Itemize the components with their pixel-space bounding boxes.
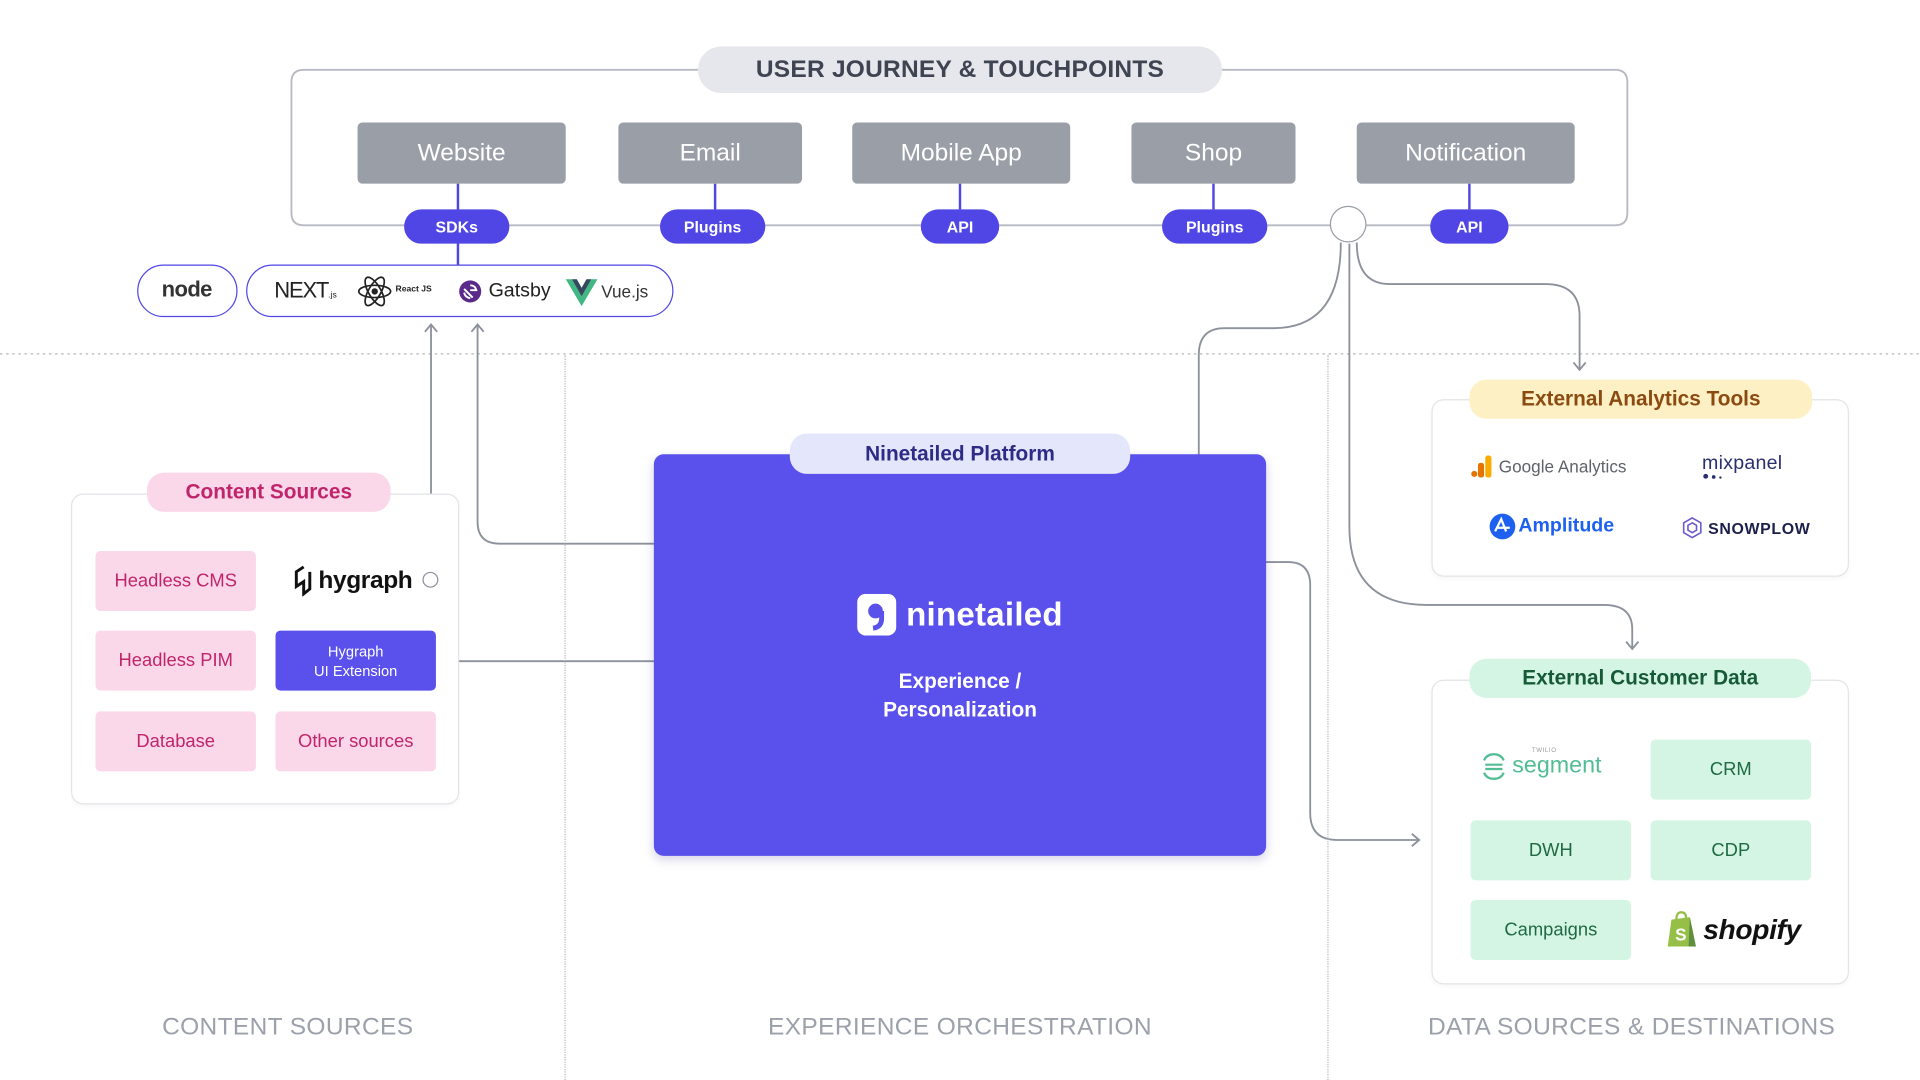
connector-sdks: SDKs bbox=[404, 209, 510, 244]
platform-subtitle: Experience / Personalization bbox=[883, 669, 1037, 722]
touchpoint-shop[interactable]: Shop bbox=[1131, 122, 1296, 184]
ninetailed-platform-box[interactable] bbox=[653, 454, 1267, 856]
amplitude-logo: Amplitude bbox=[1489, 513, 1614, 540]
section-divider bbox=[1327, 355, 1329, 1080]
headless-cms[interactable]: Headless CMS bbox=[95, 551, 256, 612]
platform-title: Ninetailed Platform bbox=[789, 433, 1131, 474]
crm[interactable]: CRM bbox=[1650, 739, 1812, 800]
hygraph-port bbox=[422, 571, 439, 588]
mixpanel-logo: mixpanel bbox=[1702, 453, 1782, 479]
snowplow-logo: SNOWPLOW bbox=[1681, 517, 1810, 539]
vuejs-logo bbox=[565, 279, 598, 307]
svg-text:S: S bbox=[1675, 924, 1686, 944]
segment-icon bbox=[1483, 753, 1505, 780]
ninetailed-icon bbox=[857, 593, 897, 636]
touchpoint-mobile-app[interactable]: Mobile App bbox=[852, 122, 1071, 184]
section-divider bbox=[564, 355, 566, 1080]
frameworks-badge: NEXT.js React JS Gatsby Vue.js bbox=[246, 264, 674, 318]
analytics-panel bbox=[1431, 399, 1849, 577]
google-analytics-icon bbox=[1471, 455, 1492, 478]
campaigns[interactable]: Campaigns bbox=[1470, 900, 1632, 961]
content-sources-title: Content Sources bbox=[146, 472, 391, 512]
journey-title: USER JOURNEY & TOUCHPOINTS bbox=[697, 46, 1223, 94]
google-analytics-logo: Google Analytics bbox=[1471, 455, 1626, 478]
touchpoint-notification[interactable]: Notification bbox=[1356, 122, 1575, 184]
nodejs-badge: node bbox=[137, 264, 238, 318]
amplitude-icon bbox=[1489, 513, 1516, 540]
touchpoint-email[interactable]: Email bbox=[618, 122, 803, 184]
connector-plugins: Plugins bbox=[660, 209, 766, 244]
segment-logo: TWILIO segment bbox=[1480, 747, 1601, 781]
cdp[interactable]: CDP bbox=[1650, 820, 1812, 881]
hygraph-logo: hygraph bbox=[291, 562, 413, 599]
shopify-icon: S bbox=[1667, 911, 1696, 947]
shopify-logo: S shopify bbox=[1665, 911, 1801, 948]
ninetailed-logo: ninetailed bbox=[654, 593, 1266, 636]
connector-api: API bbox=[1430, 209, 1509, 244]
analytics-title: External Analytics Tools bbox=[1469, 379, 1813, 419]
headless-pim[interactable]: Headless PIM bbox=[95, 630, 256, 691]
react-logo bbox=[357, 276, 392, 307]
footer-data-sources-destinations: DATA SOURCES & DESTINATIONS bbox=[1428, 1013, 1836, 1041]
hygraph-ui-extension[interactable]: Hygraph UI Extension bbox=[275, 630, 436, 691]
customer-data-title: External Customer Data bbox=[1469, 658, 1812, 698]
other-sources[interactable]: Other sources bbox=[275, 711, 436, 772]
connector-api: API bbox=[920, 209, 1000, 244]
hygraph-icon bbox=[294, 565, 312, 597]
dwh[interactable]: DWH bbox=[1470, 820, 1632, 881]
footer-experience-orchestration: EXPERIENCE ORCHESTRATION bbox=[768, 1013, 1152, 1041]
gatsby-logo bbox=[459, 280, 482, 303]
database[interactable]: Database bbox=[95, 711, 256, 772]
footer-content-sources: CONTENT SOURCES bbox=[162, 1013, 414, 1041]
hub-node bbox=[1329, 205, 1367, 243]
touchpoint-website[interactable]: Website bbox=[357, 122, 566, 184]
connector-plugins: Plugins bbox=[1162, 209, 1268, 244]
nextjs-logo: NEXT.js bbox=[274, 277, 337, 303]
snowplow-icon bbox=[1682, 517, 1702, 539]
nodejs-logo: node bbox=[161, 276, 213, 302]
